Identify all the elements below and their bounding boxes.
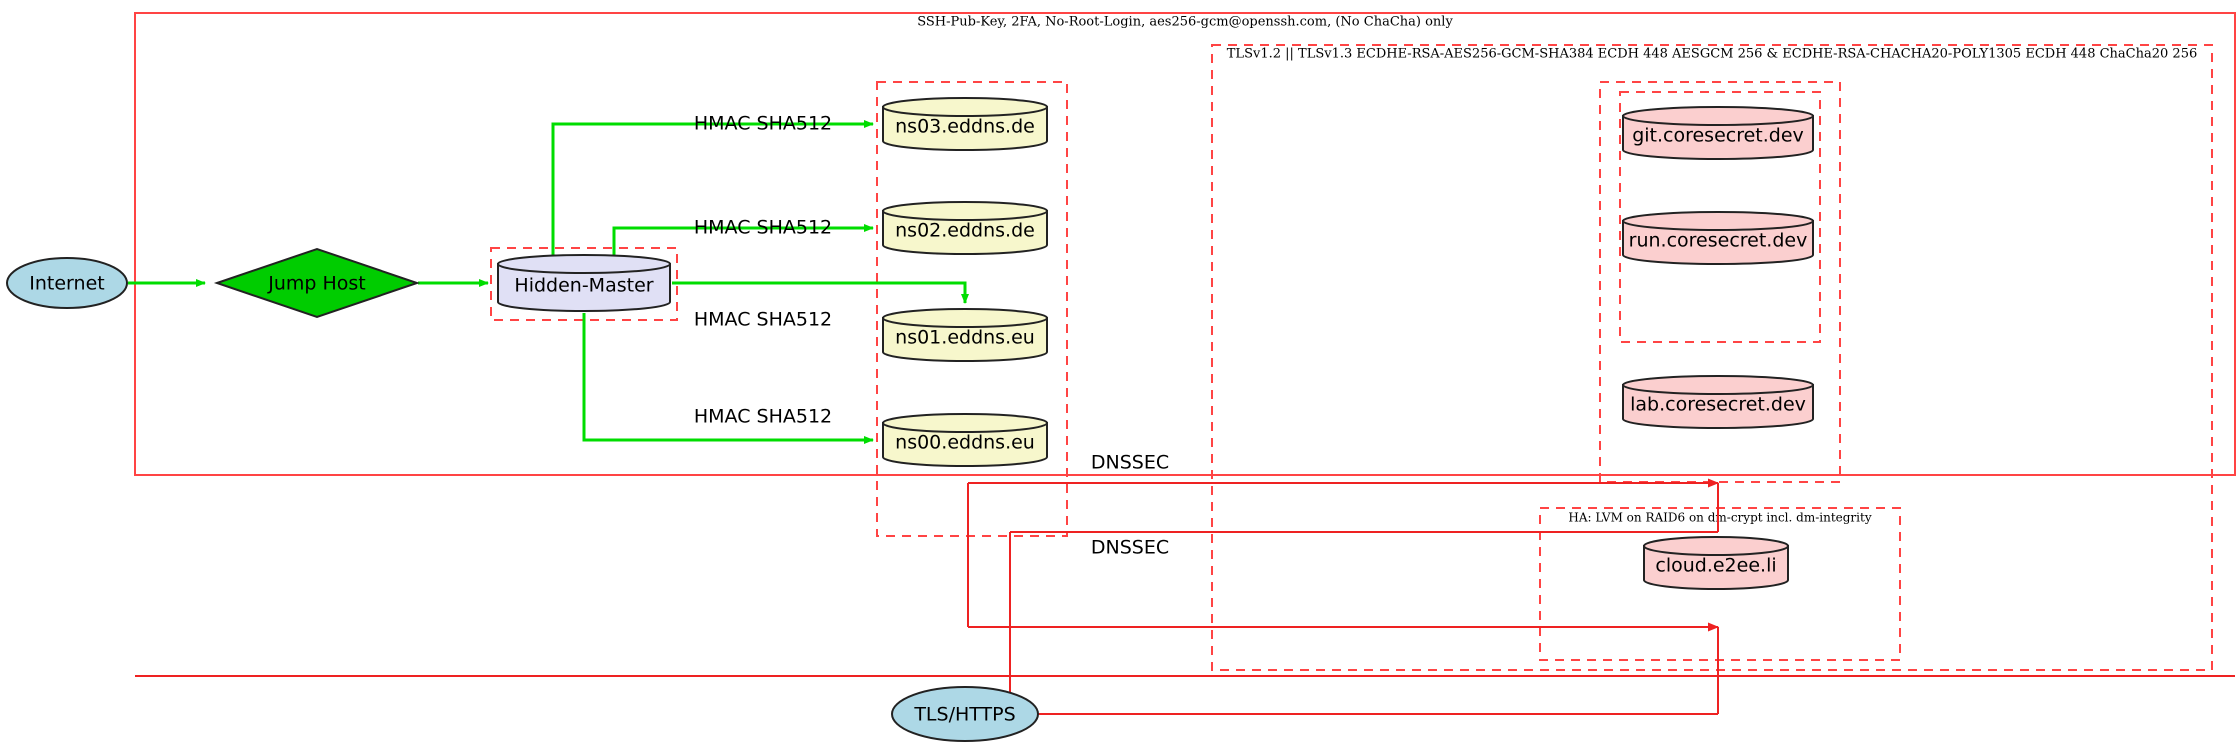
edge-label-hmac-ns01: HMAC SHA512 — [694, 309, 832, 331]
edge-label-hmac-ns00: HMAC SHA512 — [694, 406, 832, 428]
cluster-coresecret-outer — [1599, 81, 1841, 483]
cluster-ha-label: HA: LVM on RAID6 on dm-crypt incl. dm-in… — [1568, 511, 1871, 525]
node-cloud-label: cloud.e2ee.li — [1655, 555, 1776, 577]
node-ns01[interactable]: ns01.eddns.eu — [882, 308, 1048, 362]
node-cloud[interactable]: cloud.e2ee.li — [1643, 536, 1789, 590]
edge-label-hmac-ns03: HMAC SHA512 — [694, 113, 832, 135]
red-edges — [135, 478, 2235, 715]
node-ns00-label: ns00.eddns.eu — [895, 432, 1035, 454]
node-ns01-label: ns01.eddns.eu — [895, 327, 1035, 349]
edge-label-hmac-ns02: HMAC SHA512 — [694, 217, 832, 239]
edge-labels: HMAC SHA512 HMAC SHA512 HMAC SHA512 HMAC… — [694, 113, 1169, 559]
node-run[interactable]: run.coresecret.dev — [1622, 211, 1814, 265]
node-git[interactable]: git.coresecret.dev — [1622, 106, 1814, 160]
node-hidden-master-label: Hidden-Master — [514, 275, 653, 297]
node-internet-label: Internet — [29, 273, 104, 295]
cluster-tls-ciphers: TLSv1.2 || TLSv1.3 ECDHE-RSA-AES256-GCM-… — [1211, 44, 2213, 671]
node-tls-https[interactable]: TLS/HTTPS — [891, 686, 1039, 742]
edge-hiddenmaster-to-ns00 — [582, 313, 874, 444]
node-internet[interactable]: Internet — [6, 257, 128, 309]
edge-hiddenmaster-to-ns03 — [551, 120, 874, 256]
node-ns03[interactable]: ns03.eddns.de — [882, 97, 1048, 151]
node-git-label: git.coresecret.dev — [1632, 125, 1804, 147]
node-hidden-master[interactable]: Hidden-Master — [497, 254, 671, 312]
node-lab-label: lab.coresecret.dev — [1630, 394, 1806, 416]
cluster-ssh-label: SSH-Pub-Key, 2FA, No-Root-Login, aes256-… — [917, 15, 1453, 30]
cluster-ssh-hardening: SSH-Pub-Key, 2FA, No-Root-Login, aes256-… — [134, 12, 2236, 476]
edge-hiddenmaster-to-ns01 — [672, 281, 969, 304]
edge-label-dnssec-2: DNSSEC — [1091, 537, 1169, 559]
cluster-tls-label: TLSv1.2 || TLSv1.3 ECDHE-RSA-AES256-GCM-… — [1227, 47, 2197, 62]
node-tls-https-label: TLS/HTTPS — [913, 704, 1015, 726]
node-jump-host-label: Jump Host — [267, 273, 366, 295]
edge-label-dnssec-1: DNSSEC — [1091, 452, 1169, 474]
cluster-nameservers — [876, 81, 1068, 537]
cluster-ha-storage: HA: LVM on RAID6 on dm-crypt incl. dm-in… — [1539, 507, 1901, 661]
cluster-coresecret-inner — [1619, 91, 1821, 343]
node-ns02-label: ns02.eddns.de — [895, 220, 1035, 242]
node-lab[interactable]: lab.coresecret.dev — [1622, 375, 1814, 429]
node-ns02[interactable]: ns02.eddns.de — [882, 201, 1048, 255]
node-ns03-label: ns03.eddns.de — [895, 116, 1035, 138]
node-ns00[interactable]: ns00.eddns.eu — [882, 413, 1048, 467]
cluster-hidden-master — [490, 247, 678, 321]
edge-hiddenmaster-to-ns02 — [612, 224, 874, 256]
node-run-label: run.coresecret.dev — [1629, 230, 1808, 252]
node-jump-host[interactable]: Jump Host — [213, 247, 421, 319]
green-edges — [128, 120, 969, 444]
